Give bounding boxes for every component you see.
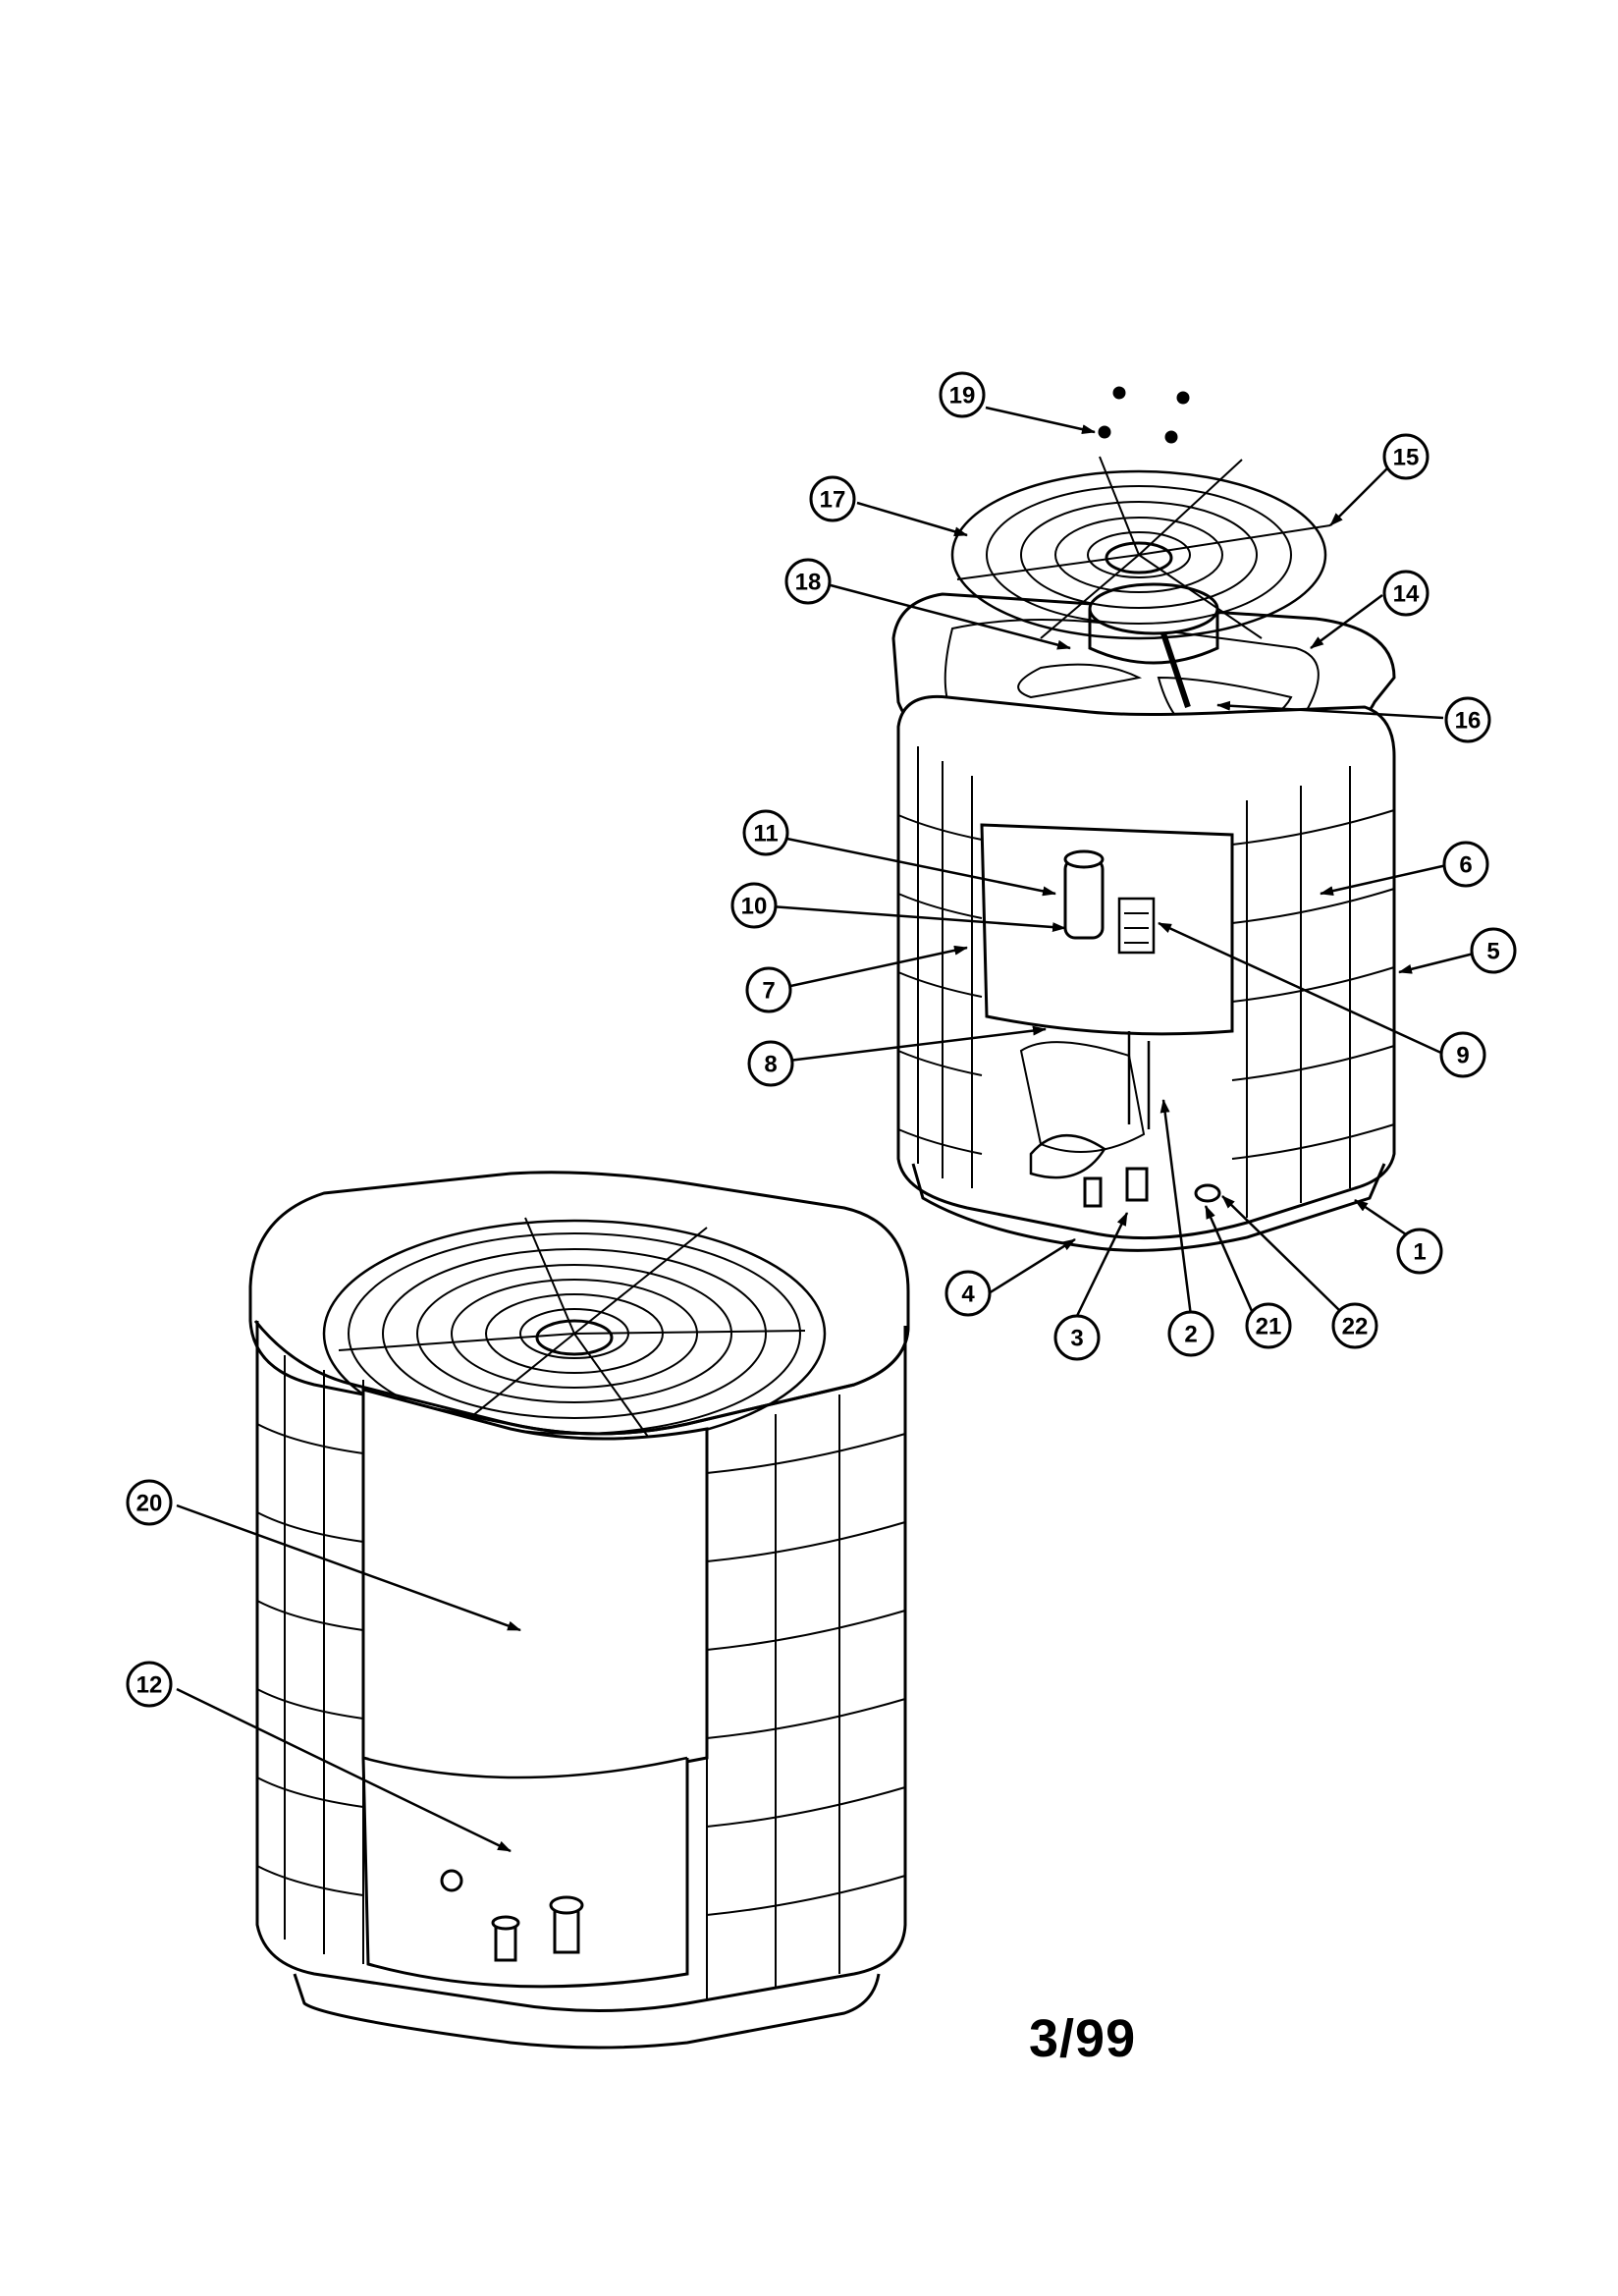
svg-text:6: 6 [1459,852,1472,879]
callout-12: 12 [126,1661,173,1708]
leader-17 [856,501,968,537]
callout-11: 11 [742,809,789,856]
svg-text:16: 16 [1455,708,1482,735]
callout-21: 21 [1245,1302,1292,1349]
svg-text:22: 22 [1342,1314,1369,1340]
svg-text:17: 17 [820,487,846,514]
svg-text:20: 20 [136,1491,163,1517]
leader-14 [1310,593,1383,650]
leader-3 [1075,1212,1129,1317]
leader-7 [772,945,968,992]
leader-10 [770,904,1066,933]
leader-11 [767,833,1056,897]
leader-1 [1354,1198,1407,1236]
assembled-condenser-unit [248,1171,910,2050]
svg-text:21: 21 [1256,1314,1282,1340]
callout-5: 5 [1470,927,1517,974]
callout-6: 6 [1442,841,1489,888]
callout-19: 19 [939,371,986,418]
callout-15: 15 [1382,433,1429,480]
callout-4: 4 [944,1270,992,1317]
callout-20: 20 [126,1479,173,1526]
leader-19 [985,406,1096,435]
svg-text:7: 7 [762,978,775,1005]
svg-text:11: 11 [753,821,778,847]
leader-16 [1216,700,1444,720]
leader-5 [1398,951,1479,974]
svg-text:9: 9 [1456,1043,1469,1069]
callout-2: 2 [1167,1310,1214,1357]
leader-15 [1329,465,1390,526]
leader-8 [772,1025,1047,1065]
svg-text:12: 12 [136,1672,163,1699]
leader-6 [1320,862,1452,897]
callout-18: 18 [784,558,832,605]
svg-text:5: 5 [1486,939,1499,965]
callout-9: 9 [1439,1031,1486,1078]
leader-9 [1158,921,1444,1056]
leader-12 [176,1687,512,1853]
callout-1: 1 [1396,1228,1443,1275]
svg-text:15: 15 [1393,445,1420,471]
svg-text:10: 10 [741,894,768,920]
svg-text:8: 8 [764,1052,777,1078]
callouts: 19 15 17 18 14 16 11 10 6 5 7 9 8 1 4 3 … [126,371,1517,1708]
leader-22 [1221,1195,1341,1312]
date-code: 3/99 [1029,2009,1137,2068]
callout-10: 10 [730,882,778,929]
callout-3: 3 [1053,1314,1101,1361]
leader-2 [1160,1099,1193,1317]
svg-text:18: 18 [795,570,822,596]
callout-14: 14 [1382,570,1429,617]
callout-7: 7 [745,966,792,1013]
svg-text:2: 2 [1184,1322,1197,1348]
svg-text:1: 1 [1413,1239,1426,1266]
leader-lines [176,406,1479,1853]
svg-text:14: 14 [1393,581,1420,608]
svg-text:3: 3 [1070,1326,1083,1352]
callout-17: 17 [809,475,856,522]
svg-text:19: 19 [949,383,976,410]
leader-4 [988,1237,1076,1295]
svg-text:4: 4 [961,1282,975,1308]
callout-22: 22 [1331,1302,1378,1349]
leader-18 [830,583,1071,650]
callout-16: 16 [1444,696,1491,743]
callout-8: 8 [747,1040,794,1087]
exploded-condenser-unit [891,386,1396,1252]
leader-21 [1204,1205,1254,1312]
leader-20 [176,1503,521,1632]
